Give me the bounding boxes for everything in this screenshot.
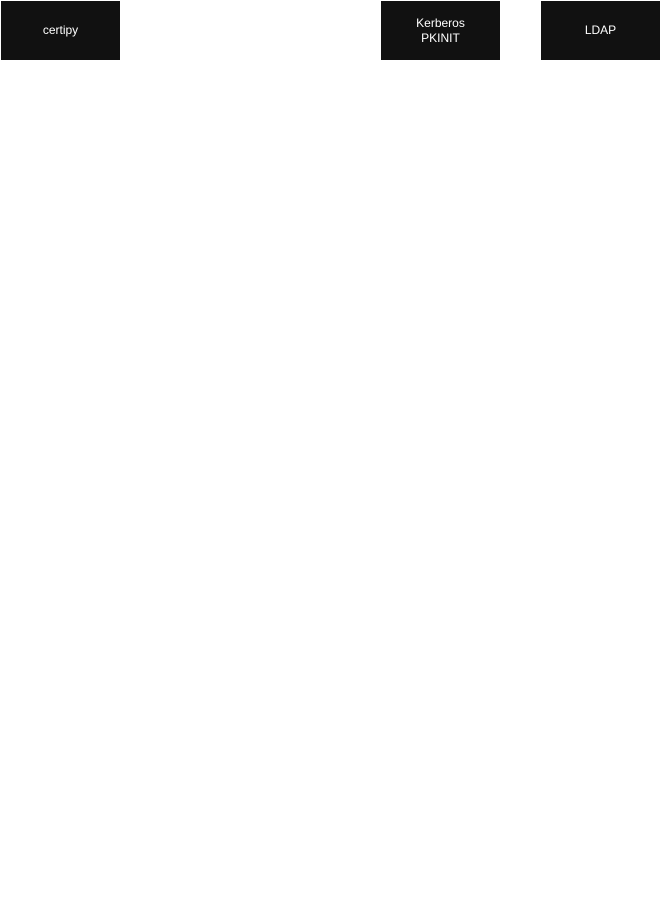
node-ldap: LDAP (541, 1, 660, 60)
node-ldap-label-line-1: LDAP (584, 23, 617, 37)
node-kerberos-pkinit-label-line-2: PKINIT (421, 30, 460, 45)
node-kerberos-pkinit-label: Kerberos PKINIT (416, 16, 465, 46)
node-certipy-label-line-1: certipy (42, 23, 79, 37)
node-kerberos-pkinit-label-line-1: Kerberos (416, 15, 465, 30)
node-certipy: certipy (1, 1, 120, 60)
node-kerberos-pkinit: Kerberos PKINIT (381, 1, 500, 60)
node-certipy-label: certipy (43, 23, 78, 38)
node-ldap-label: LDAP (585, 23, 616, 38)
